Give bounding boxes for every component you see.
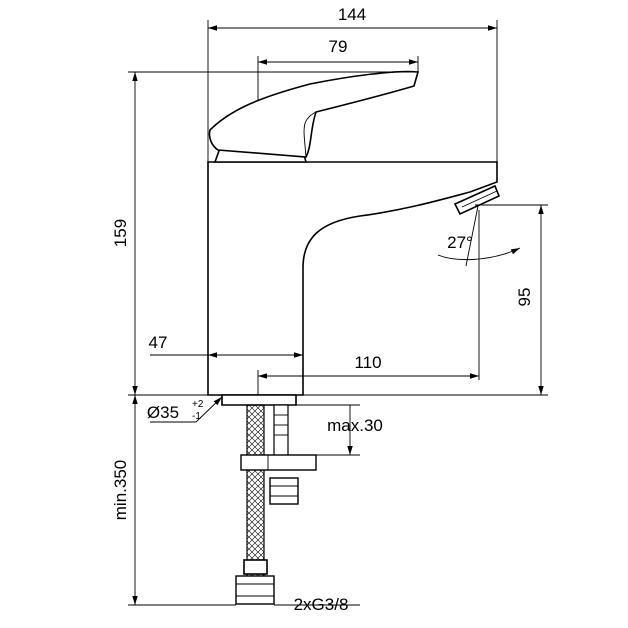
braided-hose: [246, 404, 265, 586]
lever-handle: [208, 70, 420, 158]
dim-lever-length: 79: [329, 37, 348, 56]
connection-nut: [235, 575, 275, 605]
dim-body-offset: 47: [149, 333, 168, 352]
threaded-rod: [273, 404, 289, 468]
dim-hole-tol-minus: -1: [192, 411, 201, 422]
extension-lines: [128, 20, 548, 606]
dim-hole-tol-plus: +2: [192, 399, 204, 410]
fixing-plate: [240, 454, 317, 471]
hose-ferrule: [243, 559, 268, 575]
dim-min-length: min.350: [111, 460, 130, 520]
dim-max-thickness: max.30: [327, 416, 383, 435]
installation-parts: [235, 404, 317, 605]
aerator: [453, 184, 501, 216]
dim-spout-height: 95: [515, 288, 534, 307]
dim-connection: 2xG3/8: [294, 595, 349, 614]
dim-spout-reach: 110: [354, 353, 381, 372]
dim-angle: 27°: [447, 233, 473, 252]
faucet-main-body: [207, 161, 498, 396]
dim-hole-diameter: Ø35: [147, 403, 179, 422]
dim-overall-width: 144: [338, 5, 366, 24]
dimension-lines: [132, 25, 544, 606]
base-ring: [221, 394, 297, 406]
dim-overall-height: 159: [111, 219, 130, 247]
fixing-nut: [269, 477, 299, 505]
